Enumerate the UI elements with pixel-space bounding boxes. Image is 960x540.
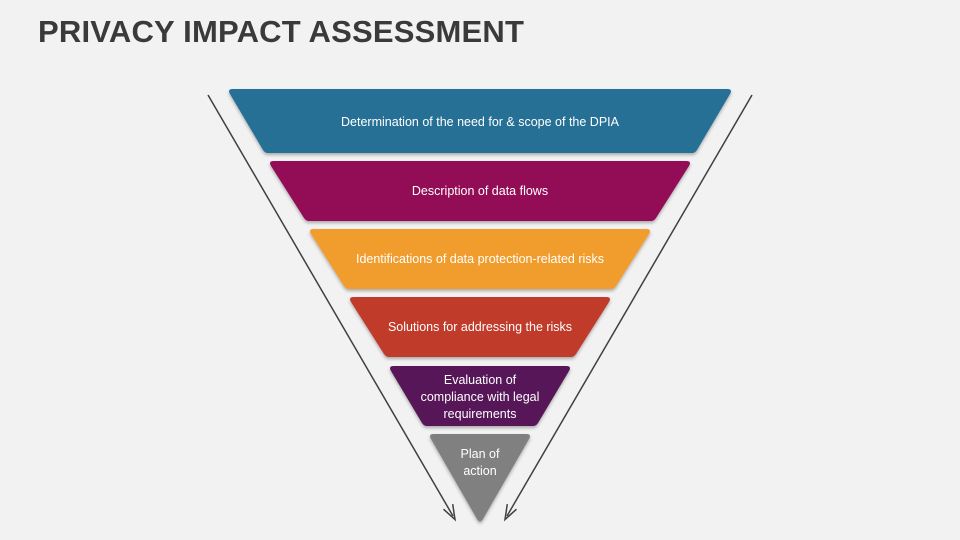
right-arrow	[506, 94, 753, 517]
right-arrow-head	[503, 503, 518, 522]
stage-5-label: Evaluation of compliance with legal requ…	[420, 372, 540, 421]
stage-4-shape	[350, 297, 610, 357]
stage-3-label: Identifications of data protection-relat…	[355, 251, 605, 266]
stage-4-label: Solutions for addressing the risks	[387, 319, 573, 334]
stage-5-shape	[390, 366, 570, 426]
stage-1-shape	[229, 89, 731, 153]
left-arrow-head	[442, 503, 457, 522]
stage-6-label: Plan of action	[460, 447, 500, 478]
stage-2-shape	[270, 161, 690, 221]
stage-2-label: Description of data flows	[411, 183, 549, 198]
stage-1-label: Determination of the need for & scope of…	[341, 114, 619, 129]
page-title: PRIVACY IMPACT ASSESSMENT	[38, 14, 525, 49]
stage-3-shape	[310, 229, 650, 289]
left-arrow	[207, 94, 454, 517]
stage-6-shape	[430, 434, 530, 522]
